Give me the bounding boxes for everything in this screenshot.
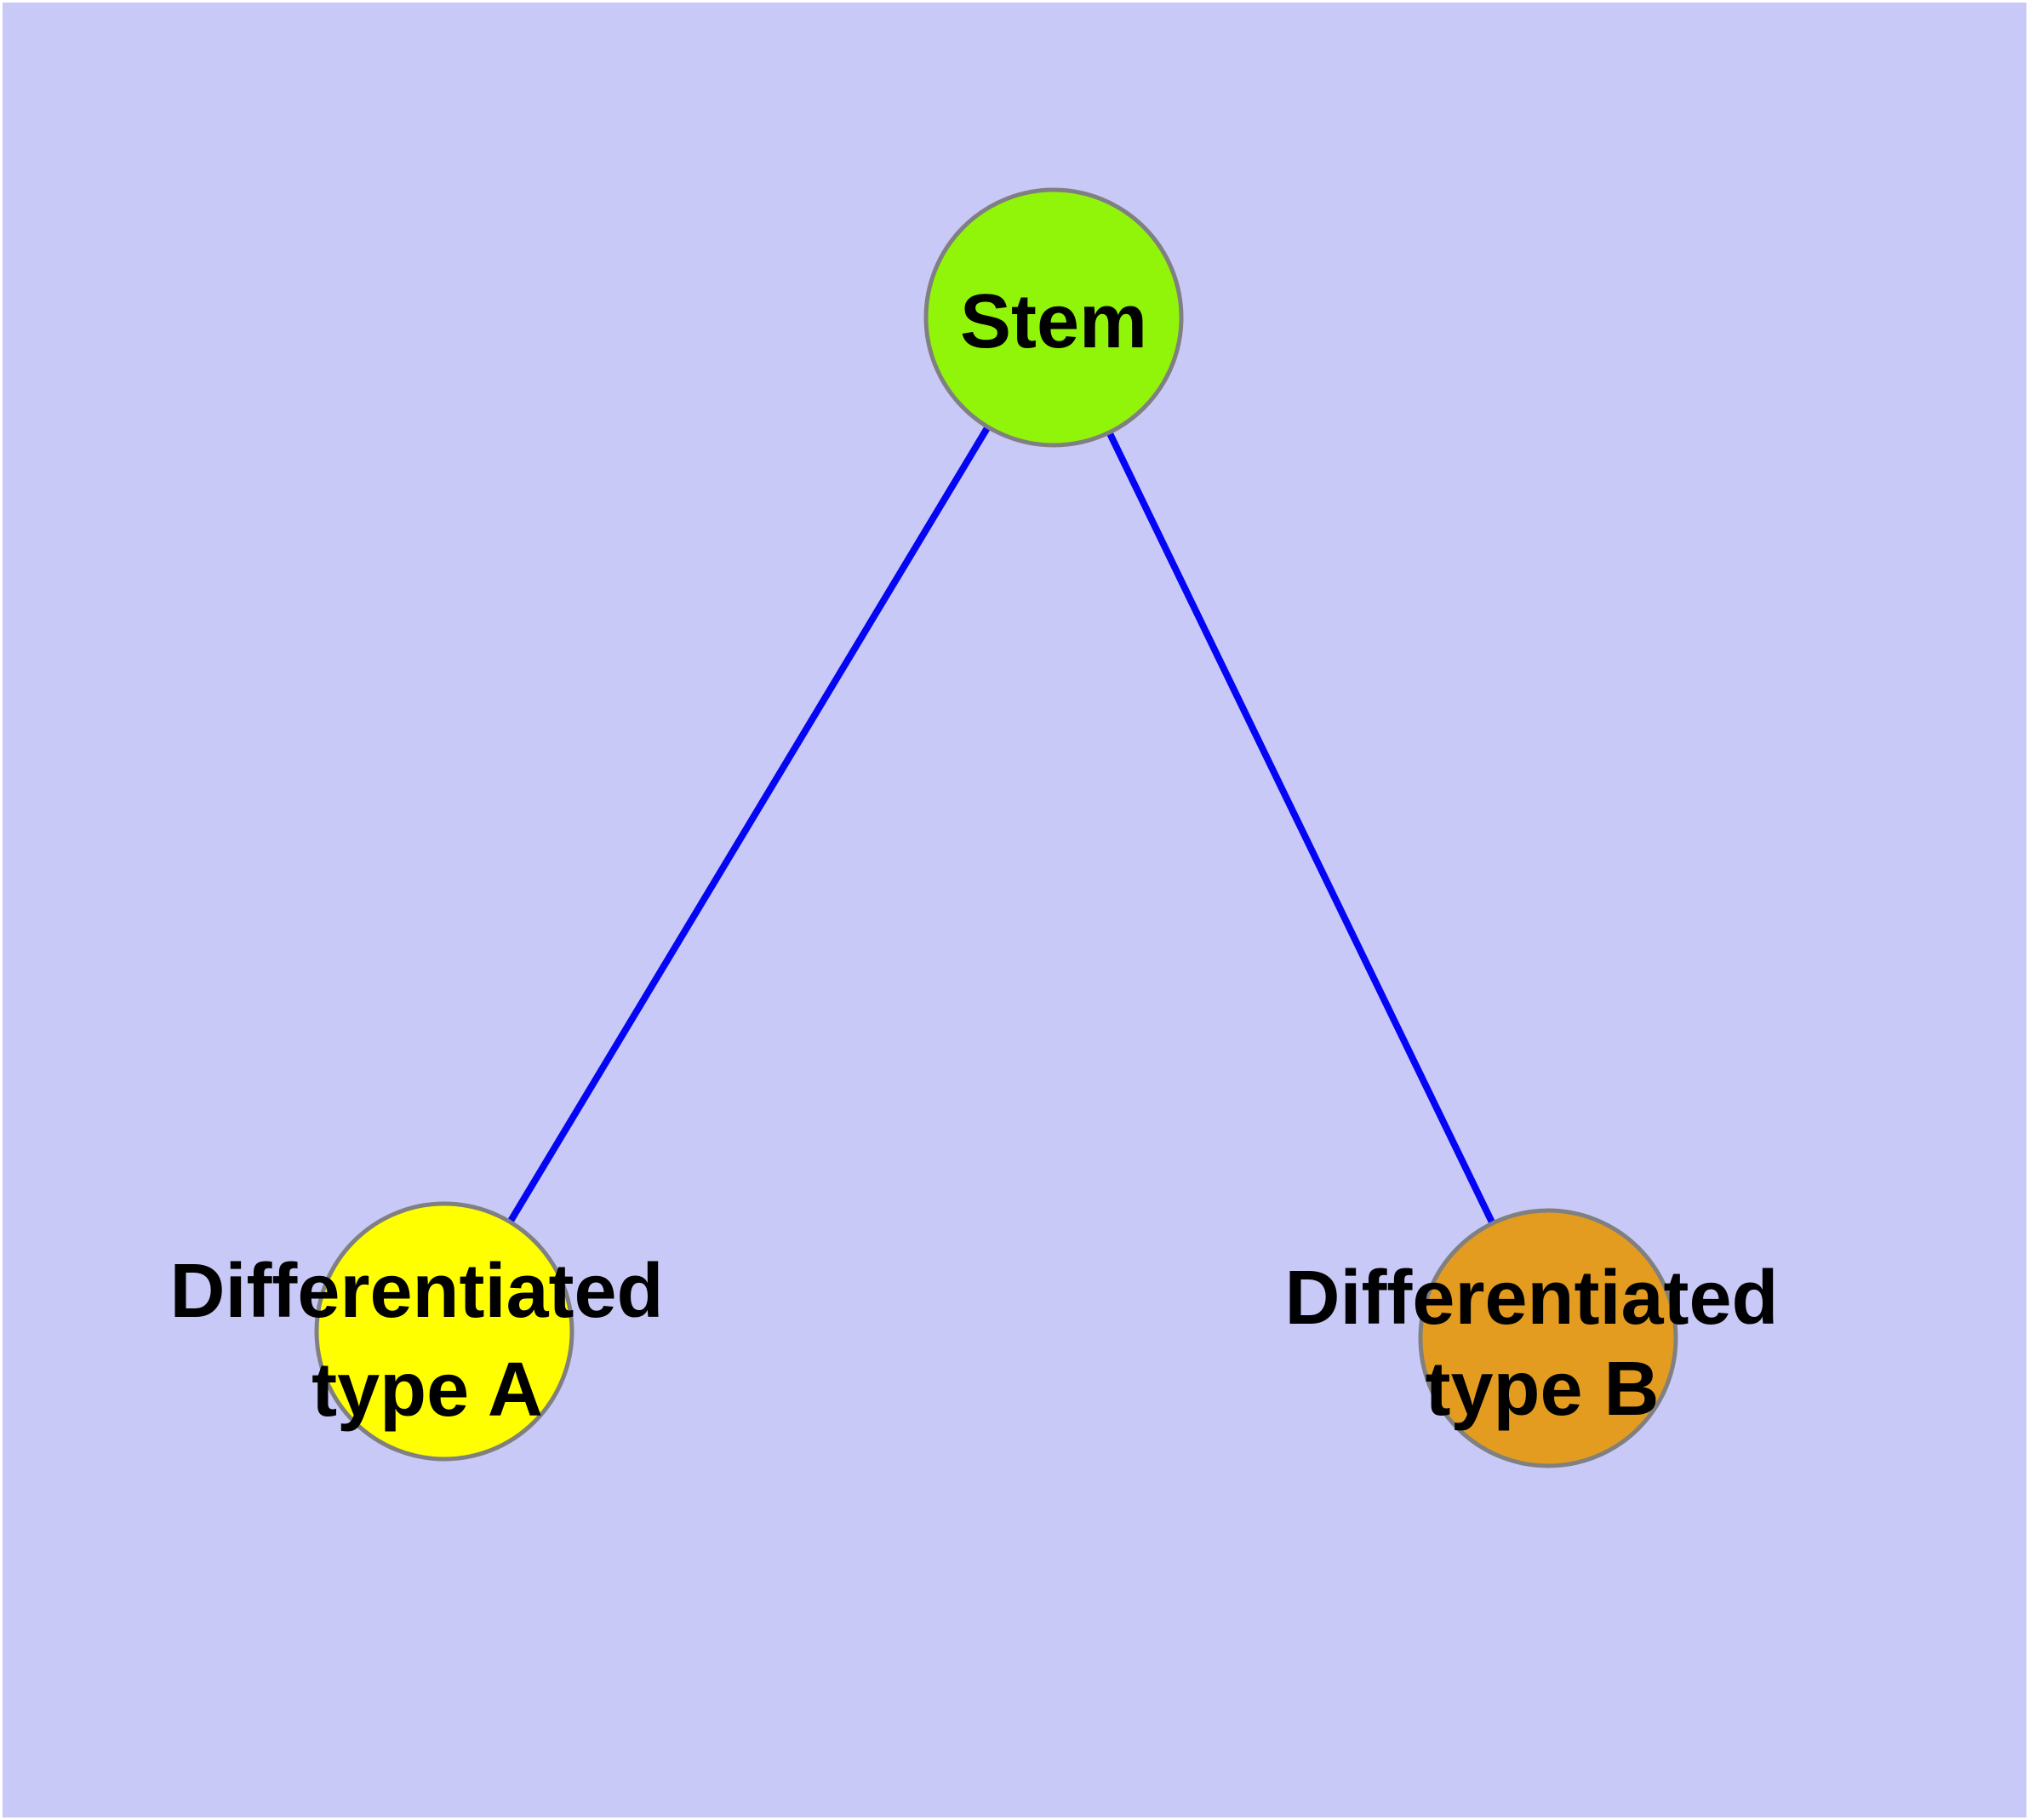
node-type-a-label-line2: type A [311,1348,543,1433]
edge-stem-to-type-a [441,315,1057,1334]
node-type-b-circle [1418,1208,1678,1468]
node-stem-label: Stem [960,279,1147,364]
node-type-a-label-line1: Differentiated [169,1249,663,1334]
node-stem-circle [923,187,1184,448]
node-stem: Stem [923,187,1184,448]
node-type-a-label: Differentiated type A [169,1249,684,1433]
node-differentiated-type-b: Differentiated type B [1284,1208,1799,1468]
node-type-b-label-line1: Differentiated [1284,1256,1778,1341]
node-type-b-label-line2: type B [1425,1347,1659,1432]
edge-stem-to-type-b [1050,316,1552,1340]
node-differentiated-type-a: Differentiated type A [169,1201,684,1462]
node-type-b-label: Differentiated type B [1284,1256,1799,1432]
node-type-a-circle [314,1201,574,1462]
